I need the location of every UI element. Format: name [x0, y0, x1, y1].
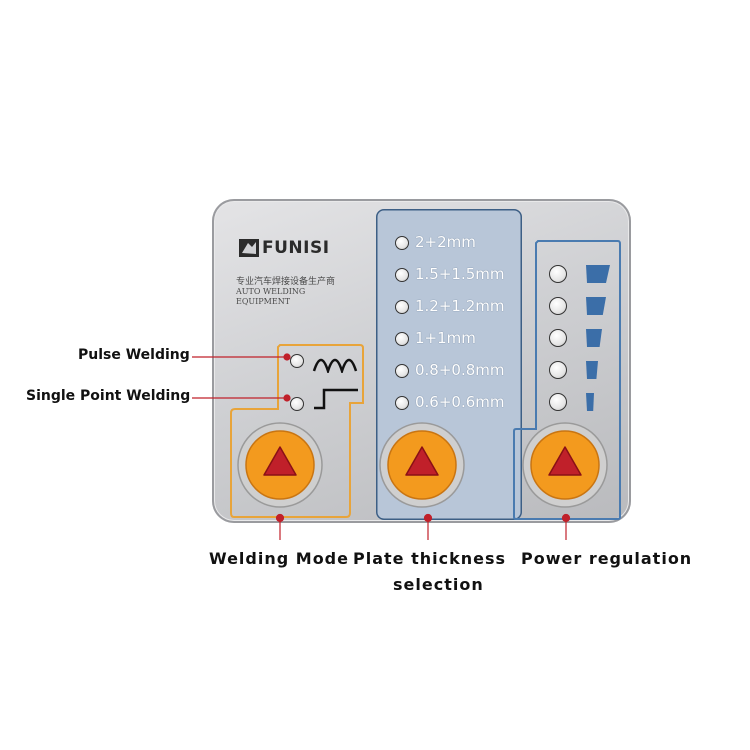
pulse-wave-icon: [312, 358, 358, 373]
triangle-up-icon: [405, 446, 439, 476]
brand-subtitle-cn: 专业汽车焊接设备生产商: [236, 277, 336, 287]
power-level-bar-icon: [586, 265, 610, 283]
thickness-led: [395, 364, 409, 378]
welding-mode-button[interactable]: [236, 421, 324, 509]
welding-mode-label: Welding Mode: [209, 549, 349, 568]
power-level-bar-icon: [586, 361, 598, 379]
power-regulation-label: Power regulation: [521, 549, 693, 568]
thickness-label: 0.6+0.6mm: [415, 393, 505, 411]
control-panel: FUNISI 专业汽车焊接设备生产商 AUTO WELDING EQUIPMEN…: [212, 199, 631, 523]
thickness-led: [395, 300, 409, 314]
single-point-wave-icon: [314, 388, 358, 410]
thickness-led: [395, 396, 409, 410]
brand-name: FUNISI: [262, 238, 330, 258]
power-level-bar-icon: [586, 297, 606, 315]
brand: FUNISI: [238, 237, 330, 259]
plate-thickness-button[interactable]: [378, 421, 466, 509]
pulse-welding-label: Pulse Welding: [78, 347, 190, 363]
thickness-led: [395, 332, 409, 346]
power-led: [549, 329, 567, 347]
thickness-label: 0.8+0.8mm: [415, 361, 505, 379]
single-point-mode-led: [290, 397, 304, 411]
power-led: [549, 361, 567, 379]
thickness-label: 1.5+1.5mm: [415, 265, 505, 283]
power-section-border: [513, 240, 621, 520]
plate-thickness-label: Plate thickness: [353, 549, 507, 568]
power-led: [549, 393, 567, 411]
thickness-led: [395, 236, 409, 250]
thickness-label: 1.2+1.2mm: [415, 297, 505, 315]
power-level-bar-icon: [586, 329, 602, 347]
thickness-label: 1+1mm: [415, 329, 476, 347]
thickness-label: 2+2mm: [415, 233, 476, 251]
welder-logo-icon: [239, 239, 259, 257]
power-led: [549, 297, 567, 315]
brand-subtitle-en: AUTO WELDING EQUIPMENT: [236, 287, 306, 306]
pulse-mode-led: [290, 354, 304, 368]
thickness-led: [395, 268, 409, 282]
triangle-up-icon: [263, 446, 297, 476]
plate-thickness-label-line2: selection: [393, 575, 484, 594]
power-regulation-button[interactable]: [521, 421, 609, 509]
triangle-up-icon: [548, 446, 582, 476]
power-level-bar-icon: [586, 393, 594, 411]
power-led: [549, 265, 567, 283]
single-point-welding-label: Single Point Welding: [26, 388, 191, 404]
mode-section-border: [230, 344, 364, 518]
